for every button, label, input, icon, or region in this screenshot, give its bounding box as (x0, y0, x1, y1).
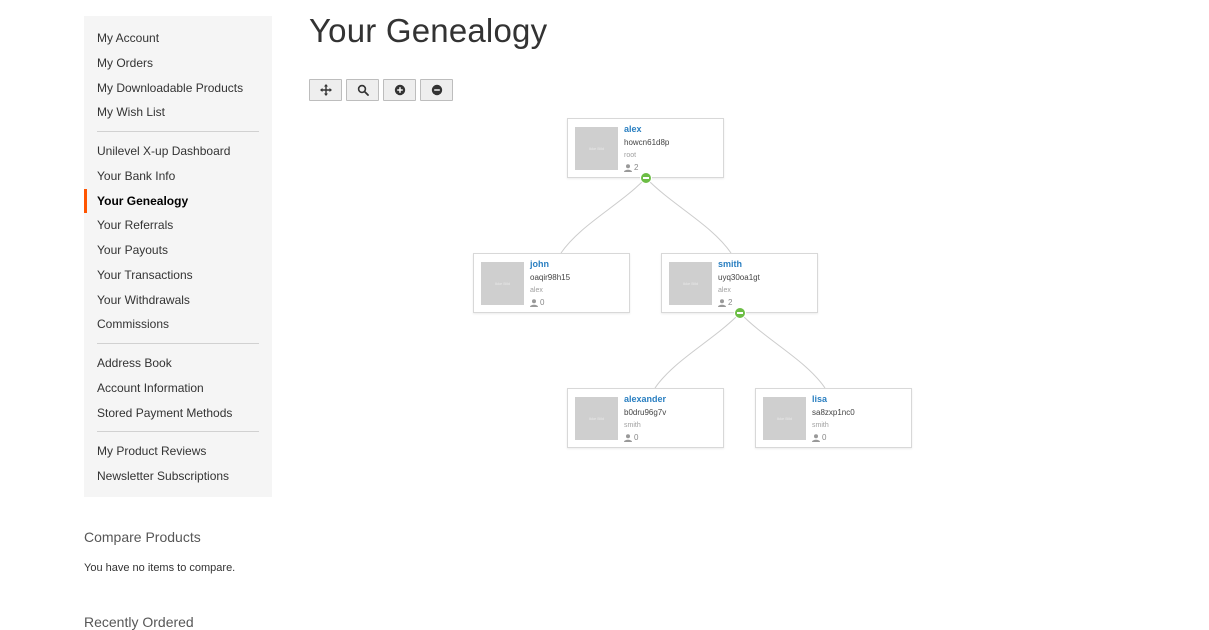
compare-empty-message: You have no items to compare. (84, 562, 236, 574)
tree-node[interactable]: Ikke Bild lisa sa8zxp1nc0 smith 0 (755, 388, 912, 448)
nav-product-reviews[interactable]: My Product Reviews (97, 444, 207, 459)
nav-bank-info[interactable]: Your Bank Info (97, 168, 176, 183)
account-sidebar: My Account My Orders My Downloadable Pro… (84, 16, 272, 497)
user-icon (718, 298, 726, 307)
member-code: uyq30oa1gt (718, 273, 760, 282)
member-downline-count: 2 (718, 298, 732, 307)
nav-newsletter[interactable]: Newsletter Subscriptions (97, 469, 230, 483)
nav-referrals[interactable]: Your Referrals (97, 218, 174, 233)
zoom-in-button[interactable] (383, 79, 416, 101)
member-sponsor: root (624, 152, 637, 159)
member-photo-placeholder: Ikke Bild (575, 127, 618, 170)
member-sponsor: alex (530, 287, 543, 294)
member-count-value: 0 (540, 298, 545, 307)
nav-commissions[interactable]: Commissions (97, 317, 170, 332)
nav-divider (97, 131, 259, 132)
search-icon (357, 84, 369, 96)
tree-node[interactable]: Ikke Bild alex howcn61d8p root 2 (567, 118, 724, 178)
member-downline-count: 0 (530, 298, 544, 307)
nav-address-book[interactable]: Address Book (97, 356, 172, 370)
member-sponsor: alex (718, 287, 731, 294)
member-code: oaqir98h15 (530, 273, 571, 282)
move-icon (319, 84, 332, 96)
nav-genealogy[interactable]: Your Genealogy (84, 188, 272, 214)
nav-transactions[interactable]: Your Transactions (97, 267, 193, 282)
member-name[interactable]: smith (718, 259, 743, 269)
nav-withdrawals[interactable]: Your Withdrawals (97, 292, 190, 307)
collapse-node-button[interactable] (640, 172, 652, 184)
chart-toolbar (309, 79, 453, 101)
nav-divider (97, 431, 259, 433)
nav-group-reviews: My Product Reviews Newsletter Subscripti… (84, 439, 272, 489)
nav-wish-list[interactable]: My Wish List (97, 105, 166, 120)
zoom-out-button[interactable] (420, 79, 453, 101)
nav-my-account[interactable]: My Account (97, 31, 160, 45)
nav-unilevel-dashboard[interactable]: Unilevel X-up Dashboard (97, 144, 231, 158)
connector-alex-john (560, 177, 647, 254)
zoom-out-icon (431, 84, 442, 96)
member-code: sa8zxp1nc0 (812, 408, 855, 417)
member-count-value: 0 (634, 433, 639, 442)
member-photo-placeholder: Ikke Bild (763, 397, 806, 440)
nav-my-orders[interactable]: My Orders (97, 55, 154, 70)
connector-smith-alexander (654, 312, 741, 389)
member-count-value: 2 (634, 163, 639, 172)
member-code: howcn61d8p (624, 138, 670, 147)
nav-account-information[interactable]: Account Information (97, 380, 204, 395)
connector-alex-smith (645, 177, 732, 254)
member-name[interactable]: alexander (624, 394, 667, 404)
member-name[interactable]: lisa (812, 394, 828, 404)
connector-smith-lisa (739, 312, 826, 389)
member-code: b0dru96g7v (624, 408, 667, 417)
collapse-node-button[interactable] (734, 307, 746, 319)
page-title: Your Genealogy (309, 12, 548, 49)
member-photo-placeholder: Ikke Bild (575, 397, 618, 440)
user-icon (530, 298, 538, 307)
member-downline-count: 0 (624, 433, 638, 442)
tree-node[interactable]: Ikke Bild alexander b0dru96g7v smith 0 (567, 388, 724, 448)
member-name[interactable]: alex (624, 124, 642, 134)
member-downline-count: 2 (624, 163, 638, 172)
search-button[interactable] (346, 79, 379, 101)
member-count-value: 2 (728, 298, 733, 307)
member-photo-placeholder: Ikke Bild (669, 262, 712, 305)
nav-group-addresses: Address Book Account Information Stored … (84, 351, 272, 425)
compare-products-title: Compare Products (84, 529, 201, 545)
member-name[interactable]: john (530, 259, 549, 269)
member-photo-placeholder: Ikke Bild (481, 262, 524, 305)
nav-payment-methods[interactable]: Stored Payment Methods (97, 405, 233, 420)
member-count-value: 0 (822, 433, 827, 442)
user-icon (812, 433, 820, 442)
tree-node[interactable]: Ikke Bild smith uyq30oa1gt alex 2 (661, 253, 818, 313)
nav-payouts[interactable]: Your Payouts (97, 243, 168, 257)
nav-divider (97, 343, 259, 344)
member-sponsor: smith (624, 422, 641, 429)
user-icon (624, 433, 632, 442)
zoom-in-icon (394, 84, 405, 96)
member-sponsor: smith (812, 422, 829, 429)
pan-button[interactable] (309, 79, 342, 101)
member-downline-count: 0 (812, 433, 826, 442)
tree-node[interactable]: Ikke Bild john oaqir98h15 alex 0 (473, 253, 630, 313)
nav-group-unilevel: Unilevel X-up Dashboard Your Bank Info Y… (84, 139, 272, 337)
user-icon (624, 163, 632, 172)
nav-group-account: My Account My Orders My Downloadable Pro… (84, 26, 272, 125)
recently-ordered-title: Recently Ordered (84, 614, 194, 630)
nav-downloadable-products[interactable]: My Downloadable Products (97, 80, 244, 95)
